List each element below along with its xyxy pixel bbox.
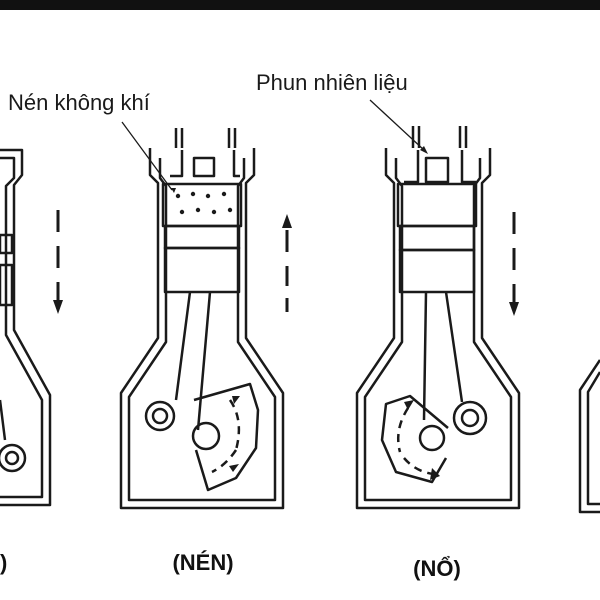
arrow-up-2 — [282, 214, 292, 312]
compression-engine — [119, 128, 285, 510]
leader-compress-air — [121, 121, 173, 191]
caption-compression: (NÉN) — [172, 550, 233, 575]
rotation-arrow-2 — [211, 396, 241, 474]
top-bar — [0, 0, 600, 10]
power-engine — [355, 126, 521, 510]
intake-engine-partial — [0, 148, 52, 507]
rotation-arrow-3 — [397, 400, 440, 480]
engine-partial-right — [578, 359, 600, 514]
arrow-down-1 — [53, 210, 63, 314]
caption-power: (NỔ) — [413, 556, 461, 581]
air-particles — [171, 188, 233, 215]
label-compress-air: Nén không khí — [8, 90, 150, 115]
label-fuel-injection: Phun nhiên liệu — [256, 70, 408, 95]
caption-intake: ) — [0, 550, 7, 575]
arrow-down-3 — [509, 212, 519, 316]
leader-fuel-injection — [369, 99, 428, 154]
